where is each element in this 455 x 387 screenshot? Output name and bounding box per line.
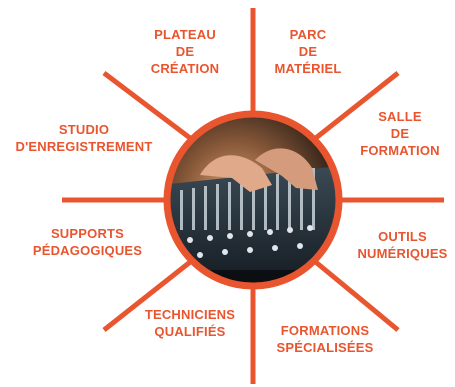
spoke-up-left bbox=[102, 71, 196, 143]
label-techniciens-qualifies: TECHNICIENS QUALIFIÉS bbox=[144, 307, 236, 339]
label-formations-specialisees: FORMATIONS SPÉCIALISÉES bbox=[276, 323, 374, 355]
label-salle-de-formation: SALLE DE FORMATION bbox=[360, 109, 440, 158]
label-studio-denregistrement: STUDIO D'ENREGISTREMENT bbox=[15, 122, 153, 154]
spokes bbox=[62, 8, 444, 384]
label-supports-pedagogiques: SUPPORTS PÉDAGOGIQUES bbox=[32, 226, 143, 258]
spoke-down-right bbox=[310, 257, 400, 332]
label-parc-de-materiel: PARC DE MATÉRIEL bbox=[274, 27, 342, 76]
spoke-down-left bbox=[102, 257, 196, 332]
spoke-up-right bbox=[310, 71, 400, 143]
label-outils-numeriques: OUTILS NUMÉRIQUES bbox=[357, 229, 448, 261]
mixing-console-photo bbox=[163, 110, 343, 290]
label-plateau-de-creation: PLATEAU DE CRÉATION bbox=[150, 27, 220, 76]
